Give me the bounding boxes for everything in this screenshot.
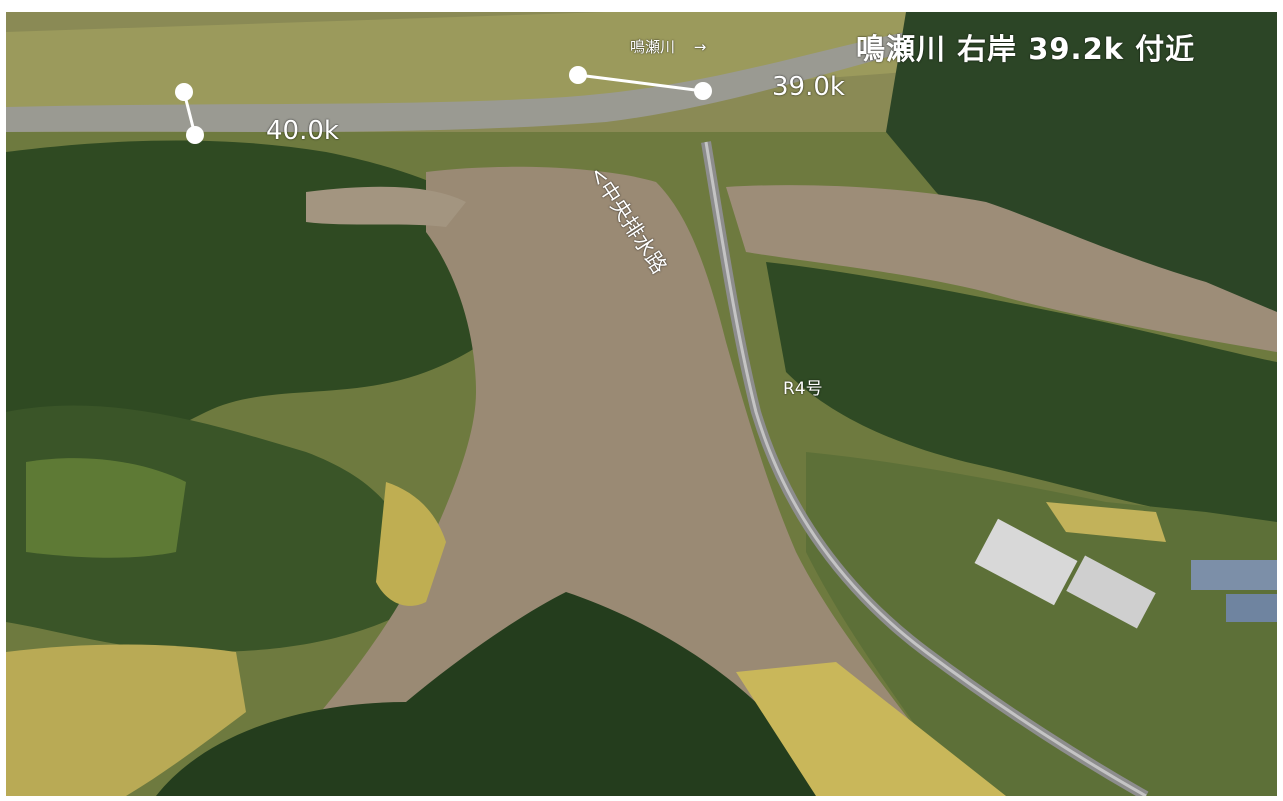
km-markers xyxy=(175,66,712,144)
marker-dot-40b xyxy=(186,126,204,144)
km-39-label: 39.0k xyxy=(772,72,845,102)
location-title: 鳴瀬川 右岸 39.2k 付近 xyxy=(856,32,1196,66)
marker-dot-40a xyxy=(175,83,193,101)
river-name-text: 鳴瀬川 xyxy=(630,38,676,56)
river-arrow-icon: → xyxy=(693,38,707,56)
aerial-photo xyxy=(6,12,1277,796)
route-label: R4号 xyxy=(783,379,823,399)
marker-dot-39a xyxy=(569,66,587,84)
flood-scene xyxy=(6,12,1277,796)
km-40-label: 40.0k xyxy=(266,116,339,146)
marker-dot-39b xyxy=(694,82,712,100)
river-name-label: 鳴瀬川 → xyxy=(630,36,706,57)
marker-line-39 xyxy=(577,73,704,93)
